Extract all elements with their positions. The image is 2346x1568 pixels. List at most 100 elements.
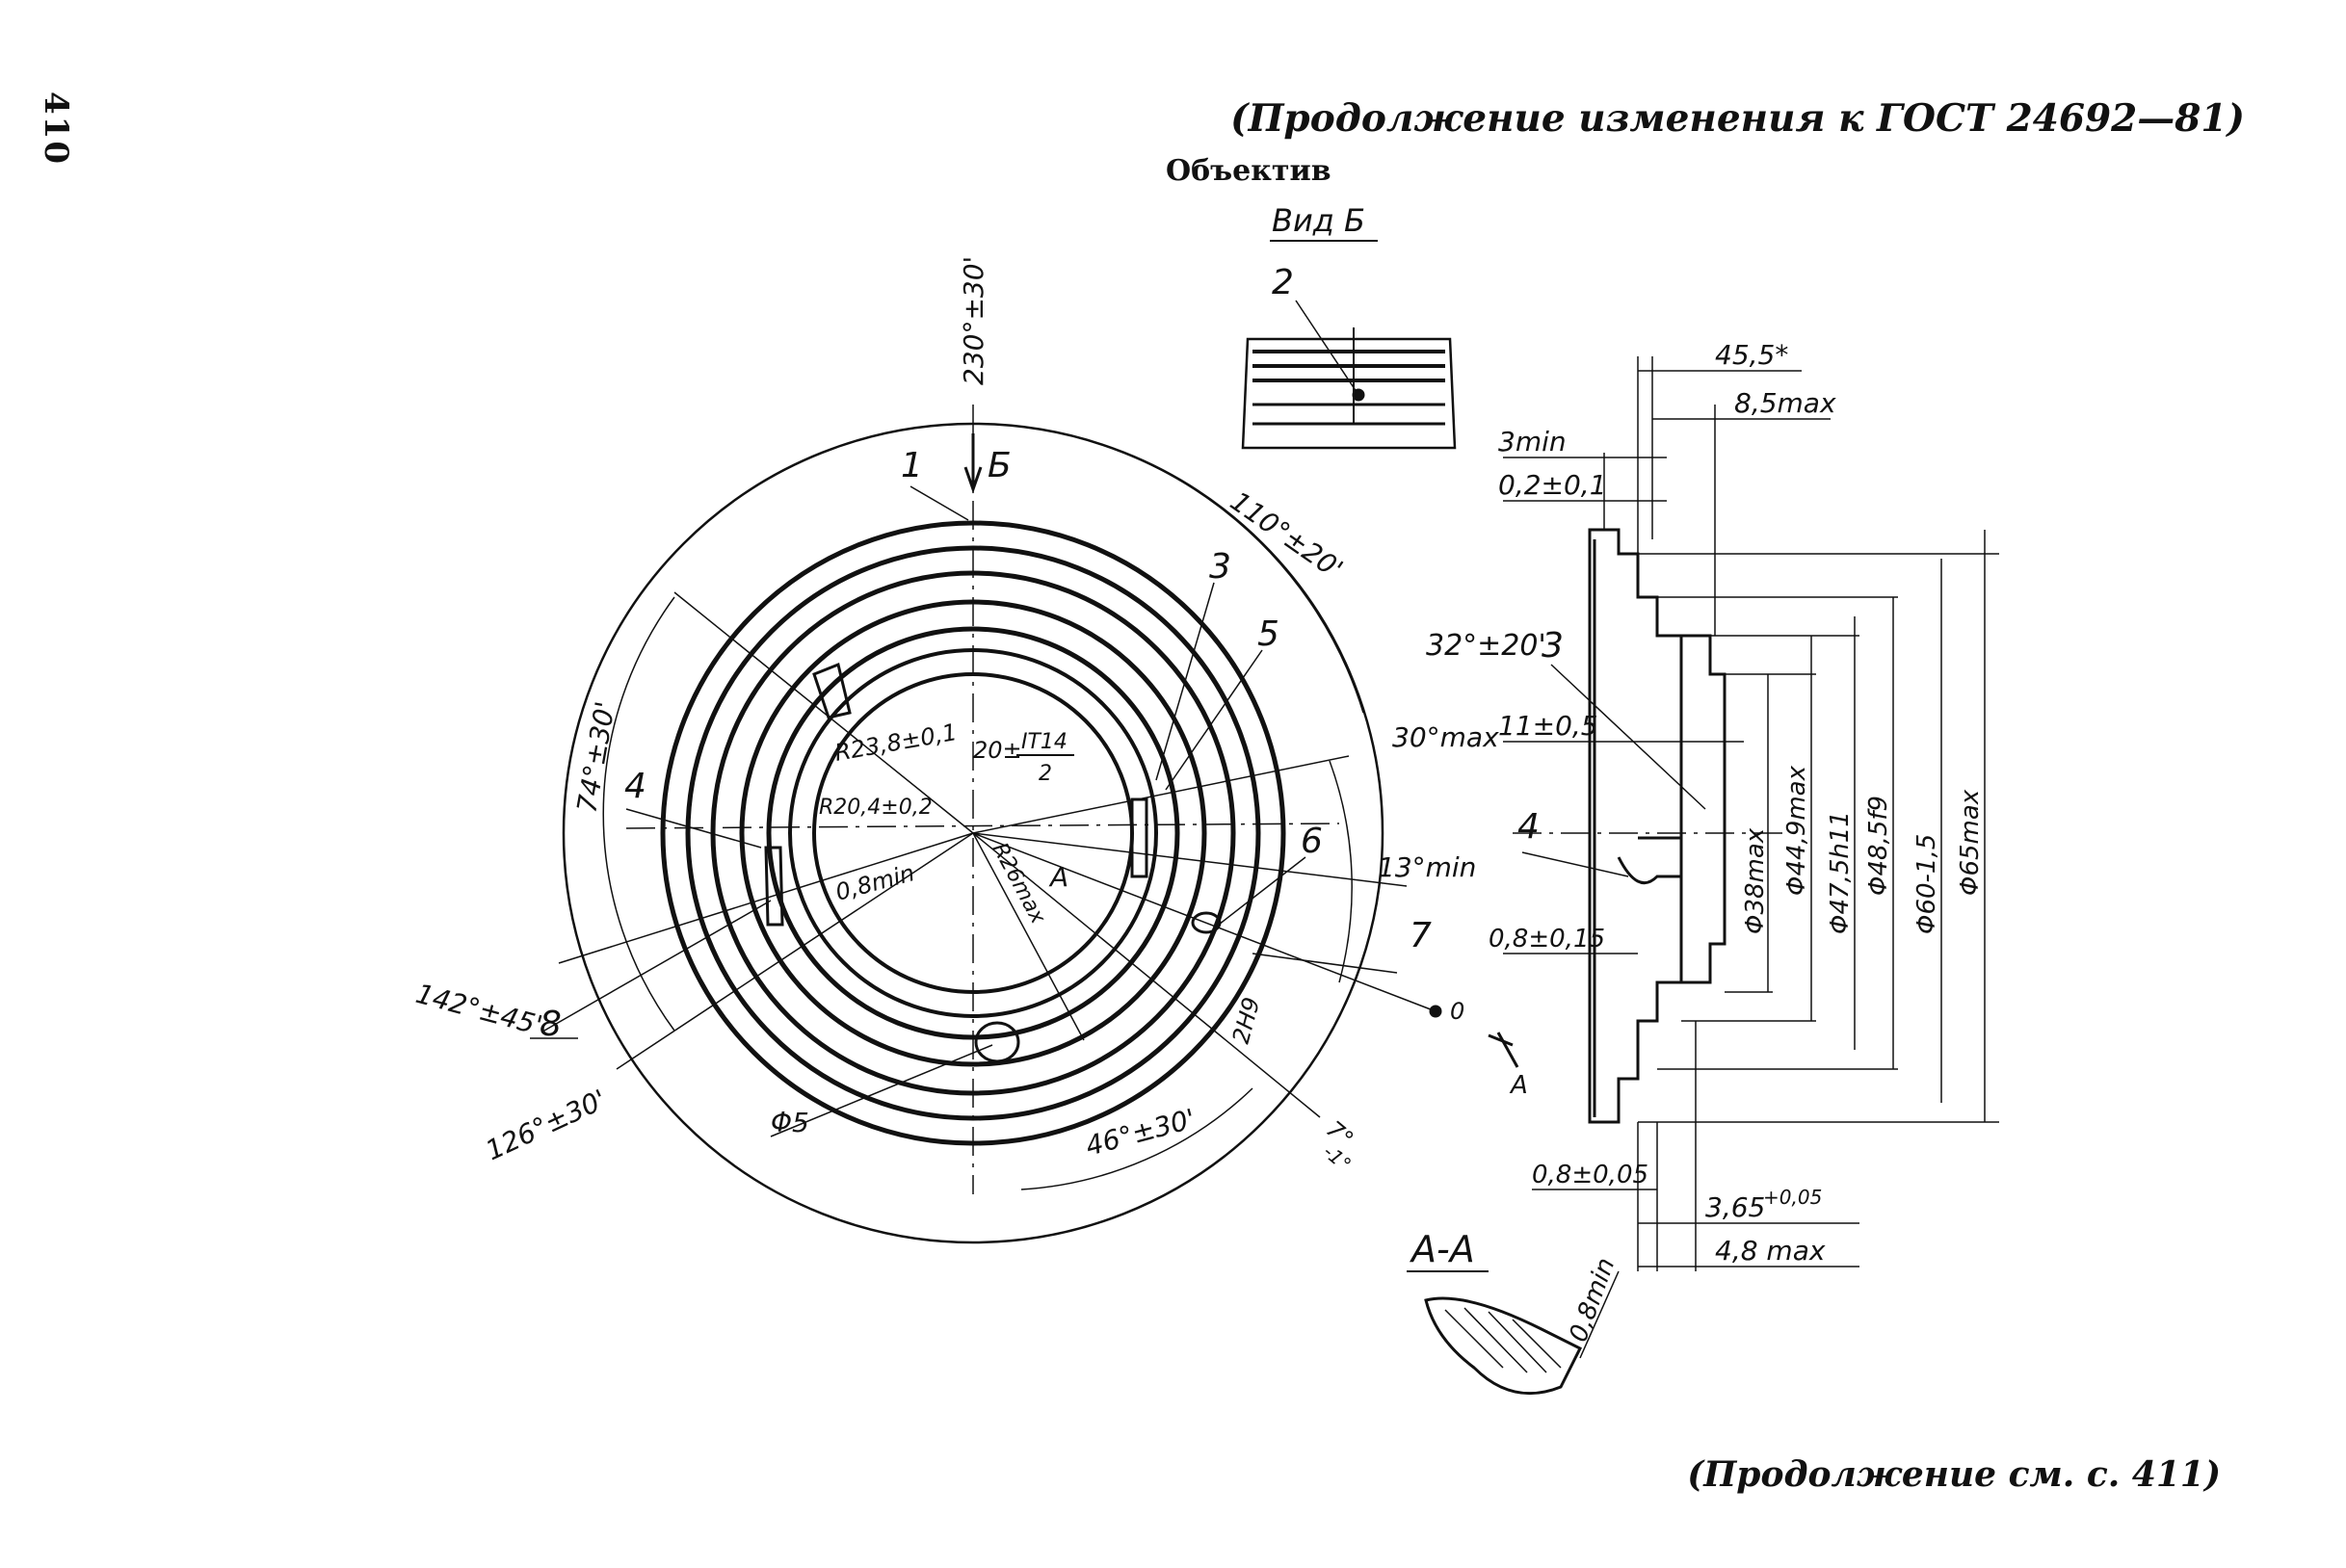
side-view: 45,5* 8,5max 3min 0,2±0,1 11±0,5 4 0,8±0…: [1489, 339, 1999, 1271]
leader-5: [1165, 649, 1263, 791]
leader-3-side: [1550, 664, 1706, 810]
drawing-caption: Объектив: [1166, 154, 1331, 188]
callout-5: 5: [1257, 614, 1279, 654]
dim-min08: 0,8min: [832, 859, 917, 906]
radial-line: [972, 832, 1321, 1118]
view-b-marker: [1352, 388, 1365, 402]
point-o-label: 0: [1450, 998, 1464, 1025]
leader-6: [1218, 856, 1306, 926]
view-b-arrowhead: [963, 466, 983, 494]
dim-74: 74°±30': [570, 699, 621, 815]
section-hatch: [1444, 1309, 1504, 1369]
leader-7: [1252, 953, 1398, 974]
leader-4: [625, 808, 762, 849]
callout-3b: 3: [1542, 626, 1564, 666]
callout-1: 1: [901, 446, 923, 485]
dim-02: 0,2±0,1: [1498, 469, 1607, 501]
dim-section-08min: 0,8min: [1564, 1254, 1621, 1346]
side-boss: [1681, 634, 1727, 984]
arc-46: [1020, 1087, 1253, 1190]
arrow-a-label: А: [1509, 1071, 1528, 1100]
slot-upper-left: [812, 662, 852, 719]
cut-label-a: А: [1048, 861, 1068, 893]
dim-13min: 13°min: [1378, 851, 1476, 883]
side-notch: [1617, 836, 1683, 885]
dim-phi485: Φ48,5f9: [1864, 796, 1893, 896]
section-a-a: А-А 0,8min: [1407, 1228, 1621, 1396]
radial-line: [972, 832, 1408, 887]
continuation-note: (Продолжение см. с. 411): [1687, 1454, 2221, 1495]
arc-110: [982, 423, 1364, 714]
cut-arrow-a-tick: [1488, 1033, 1514, 1047]
horizontal-axis: [625, 823, 1340, 829]
leader-8: [543, 900, 772, 1032]
dim-365-tol: +0,05: [1763, 1186, 1822, 1209]
leader-4-side: [1521, 851, 1629, 877]
callout-6: 6: [1301, 822, 1323, 861]
dim-11: 11±0,5: [1498, 710, 1598, 742]
dim-08-015: 0,8±0,15: [1489, 925, 1605, 954]
cut-arrow-a: [1496, 1032, 1519, 1068]
dim-d5: Φ5: [771, 1107, 809, 1138]
dim-r23: R23,8±0,1: [832, 719, 959, 767]
dim-126: 126°±30': [481, 1084, 612, 1167]
dim-365: 3,65: [1705, 1191, 1765, 1223]
side-profile: [1588, 528, 1683, 1124]
section-hatch: [1488, 1311, 1547, 1373]
dim-r20: R20,4±0,2: [819, 796, 933, 820]
point-o: [1429, 1005, 1442, 1018]
slot-left: [764, 846, 784, 927]
radial-line: [616, 832, 974, 1070]
document-header: (Продолжение изменения к ГОСТ 24692—81): [1230, 96, 2245, 141]
arc-74: [602, 596, 675, 1032]
dim-it-num: IT14: [1021, 730, 1068, 754]
section-hatch: [1512, 1319, 1562, 1369]
dim-it-den: 2: [1039, 762, 1052, 786]
radial-line: [972, 832, 1085, 1041]
dim-phi65: Φ65max: [1956, 789, 1985, 896]
dim-08-005: 0,8±0,05: [1532, 1161, 1648, 1189]
view-b-title: Вид Б: [1272, 202, 1365, 239]
section-profile: [1424, 1296, 1583, 1396]
dim-142: 142°±45': [412, 978, 545, 1042]
arrow-b-label: Б: [988, 446, 1012, 485]
leader-3: [1155, 582, 1215, 781]
section-hatch: [1463, 1307, 1528, 1373]
callout-4: 4: [624, 767, 646, 806]
arc-30max: [1329, 760, 1353, 983]
radial-line: [972, 755, 1350, 834]
dim-top-angle: 230°±30': [958, 256, 989, 385]
callout-4-side: 4: [1517, 807, 1540, 847]
callout-7: 7: [1410, 916, 1432, 955]
dim-3min: 3min: [1498, 426, 1567, 457]
dim-phi38: Φ38max: [1741, 827, 1770, 934]
dim-phi449: Φ44,9max: [1782, 765, 1811, 896]
dim-48max: 4,8 max: [1715, 1235, 1826, 1267]
view-b-outline: [1241, 337, 1457, 450]
dim-32: 32°±20': [1426, 629, 1546, 663]
dim-30max: 30°max: [1392, 721, 1499, 753]
section-title: А-А: [1409, 1228, 1475, 1270]
callout-3: 3: [1209, 547, 1231, 587]
view-b: Вид Б 2: [1241, 202, 1457, 450]
radial-line: [972, 832, 1437, 1012]
leader-1: [909, 485, 969, 521]
radial-line: [558, 832, 974, 964]
hole-lower: [974, 1021, 1020, 1063]
section-dim-line: [1579, 1270, 1620, 1359]
dim-phi60: Φ60-1,5: [1912, 834, 1941, 934]
callout-2: 2: [1272, 263, 1294, 302]
dim-46: 46°±30': [1082, 1103, 1199, 1163]
dim-7deg-tol: -1°: [1319, 1139, 1356, 1176]
radial-line: [673, 591, 974, 834]
leader-d5: [770, 1044, 993, 1137]
slot-right: [1130, 797, 1148, 878]
callout-8: 8: [540, 1005, 562, 1044]
hole-right: [1191, 911, 1222, 934]
dim-85max: 8,5max: [1734, 387, 1836, 419]
dim-455: 45,5*: [1715, 339, 1788, 371]
dim-w20: 20±: [973, 737, 1022, 764]
dim-phi475: Φ47,5h11: [1826, 811, 1855, 934]
dim-r26: R26max: [988, 839, 1050, 928]
